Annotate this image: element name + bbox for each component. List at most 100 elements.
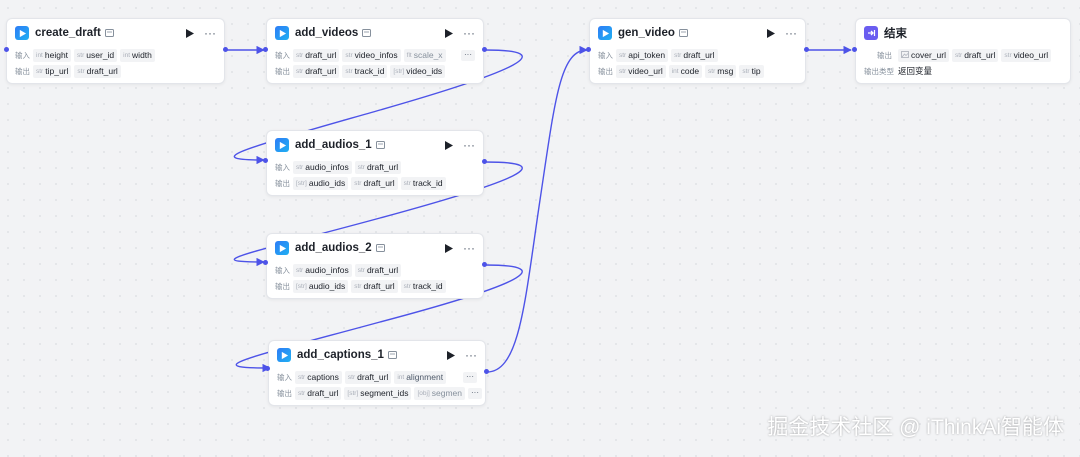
param-name: track_id	[412, 281, 443, 291]
node-title: add_audios_1	[295, 139, 372, 151]
more-icon[interactable]: ···	[463, 241, 475, 255]
expand-params-button[interactable]: ···	[468, 387, 483, 399]
param-type: str	[708, 67, 716, 75]
version-icon	[375, 244, 385, 252]
param-type: str	[345, 67, 353, 75]
param-type: str	[619, 67, 627, 75]
plugin-icon	[275, 138, 289, 152]
run-icon[interactable]	[186, 28, 194, 38]
run-icon[interactable]	[445, 28, 453, 38]
run-icon[interactable]	[445, 243, 453, 253]
run-icon[interactable]	[767, 28, 775, 38]
param-type: str	[296, 266, 304, 274]
param-name: draft_url	[357, 372, 389, 382]
output-port[interactable]	[223, 47, 228, 52]
param-type: str	[619, 51, 627, 59]
run-icon[interactable]	[447, 350, 455, 360]
input-port[interactable]	[852, 47, 857, 52]
param-name: audio_ids	[308, 178, 346, 188]
more-icon[interactable]: ···	[204, 26, 216, 40]
param-type: str	[674, 51, 682, 59]
output-port[interactable]	[804, 47, 809, 52]
param-name: draft_url	[363, 178, 395, 188]
param-name: draft_url	[683, 50, 715, 60]
watermark: 掘金技术社区 @ iThinkAi智能体	[767, 416, 1064, 439]
param-tag: [obj]segmen	[414, 386, 466, 400]
more-icon[interactable]: ···	[463, 26, 475, 40]
param-name: audio_ids	[308, 281, 346, 291]
plugin-icon	[275, 241, 289, 255]
outputs-label: 输出	[275, 178, 290, 188]
param-type: [str]	[296, 282, 307, 290]
param-name: draft_url	[307, 388, 339, 398]
input-port[interactable]	[586, 47, 591, 52]
more-icon[interactable]: ···	[465, 348, 477, 362]
param-name: tip_url	[45, 66, 69, 76]
param-name: api_token	[628, 50, 666, 60]
param-name: draft_url	[305, 50, 337, 60]
input-port[interactable]	[263, 260, 268, 265]
output-port[interactable]	[482, 47, 487, 52]
outputs-label: 输出	[275, 66, 290, 76]
param-type: [str]	[296, 179, 307, 187]
param-type: int	[36, 51, 43, 59]
param-type: str	[354, 179, 362, 187]
expand-params-button[interactable]: ···	[461, 49, 475, 61]
edge-add-captions-1-to-gen-video	[486, 45, 588, 373]
param-name: track_id	[354, 66, 385, 76]
param-tag: cover_url	[898, 48, 949, 62]
param-type: int	[123, 51, 131, 59]
run-icon[interactable]	[445, 140, 453, 150]
param-tag: [str]audio_ids	[293, 176, 349, 190]
param-tag: [str]video_ids	[390, 64, 446, 78]
version-icon	[104, 29, 114, 37]
expand-params-button[interactable]: ···	[463, 371, 477, 383]
outputs-label: 输出	[15, 66, 30, 76]
output-port[interactable]	[484, 369, 489, 374]
output-port[interactable]	[482, 262, 487, 267]
param-name: video_url	[1013, 50, 1049, 60]
param-name: draft_url	[964, 50, 996, 60]
input-port[interactable]	[263, 158, 268, 163]
plugin-icon	[277, 348, 291, 362]
end-icon	[864, 26, 878, 40]
input-port[interactable]	[263, 47, 268, 52]
node-title: gen_video	[618, 27, 675, 39]
node-title: add_audios_2	[295, 242, 372, 254]
outputs-label: 输出	[877, 50, 892, 60]
input-port[interactable]	[265, 366, 270, 371]
image-icon	[901, 50, 909, 60]
more-icon[interactable]: ···	[785, 26, 797, 40]
input-port[interactable]	[4, 47, 9, 52]
more-icon[interactable]: ···	[463, 138, 475, 152]
version-icon	[375, 141, 385, 149]
param-type: str	[347, 373, 356, 381]
output-port[interactable]	[482, 159, 487, 164]
param-name: draft_url	[363, 281, 395, 291]
param-type: str	[354, 282, 362, 290]
